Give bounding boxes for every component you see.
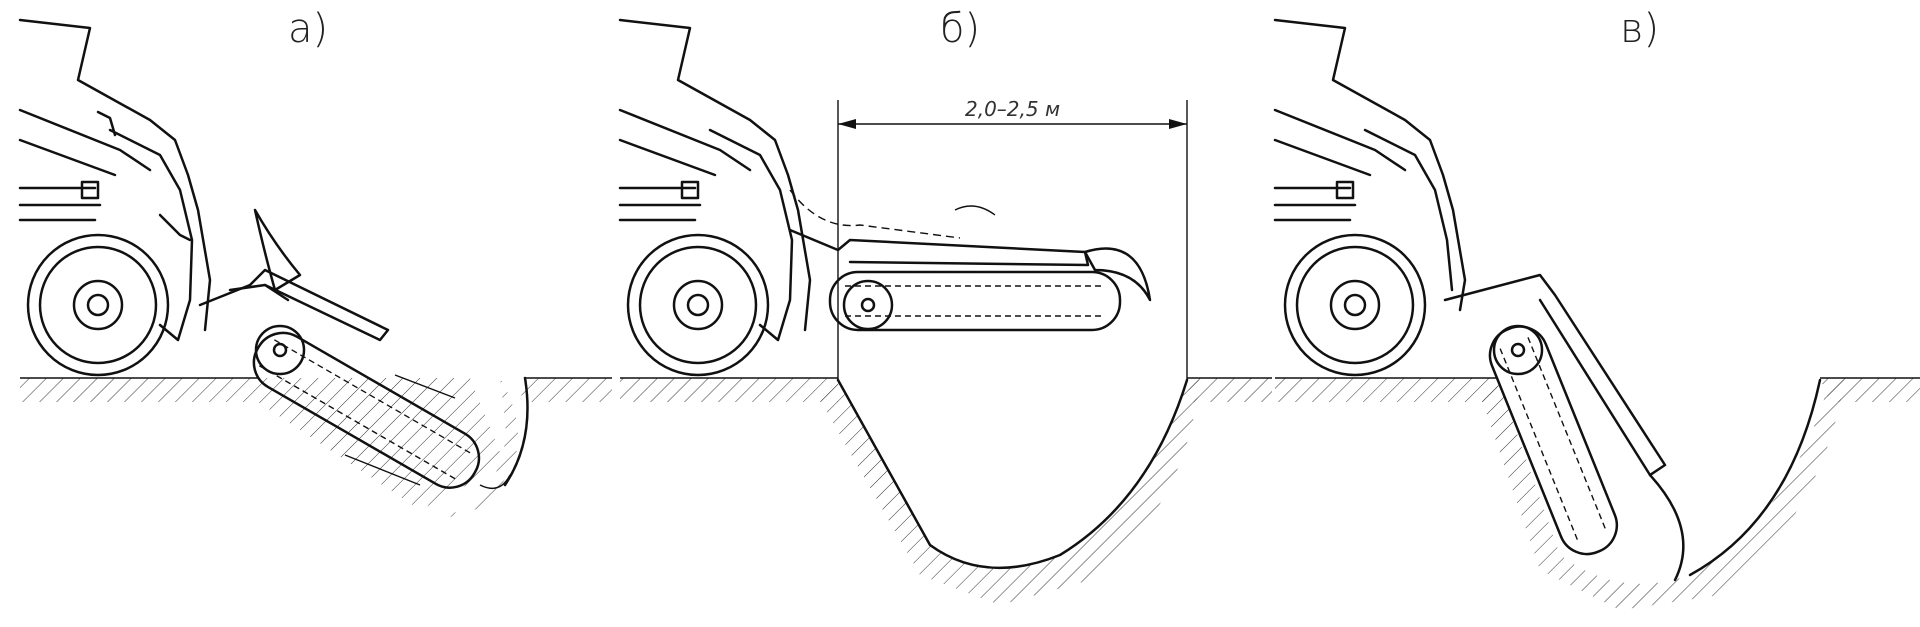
panel-b-label: б) <box>940 6 980 52</box>
panel-a: а) <box>18 6 612 520</box>
panel-c-label: в) <box>1620 6 1659 52</box>
panel-c: в) <box>1273 6 1920 610</box>
panel-b-loader <box>618 18 812 342</box>
panel-b-ground <box>620 377 1272 605</box>
panel-c-loader <box>1273 18 1467 312</box>
panel-b-wheel <box>626 233 770 377</box>
panel-b: б) 2,0–2,5 м <box>618 6 1272 605</box>
panel-c-ground <box>1275 377 1920 610</box>
panel-a-ground <box>20 376 612 520</box>
panel-a-trencher <box>198 208 511 489</box>
panel-b-trencher <box>788 189 1152 332</box>
panel-a-loader <box>18 18 212 342</box>
panel-c-trencher <box>1443 273 1685 582</box>
panel-b-dimension: 2,0–2,5 м <box>837 97 1188 380</box>
panel-a-label: а) <box>288 6 328 52</box>
panel-b-dimension-label: 2,0–2,5 м <box>965 97 1060 121</box>
panel-a-wheel <box>26 233 170 377</box>
panel-c-wheel <box>1283 233 1427 377</box>
